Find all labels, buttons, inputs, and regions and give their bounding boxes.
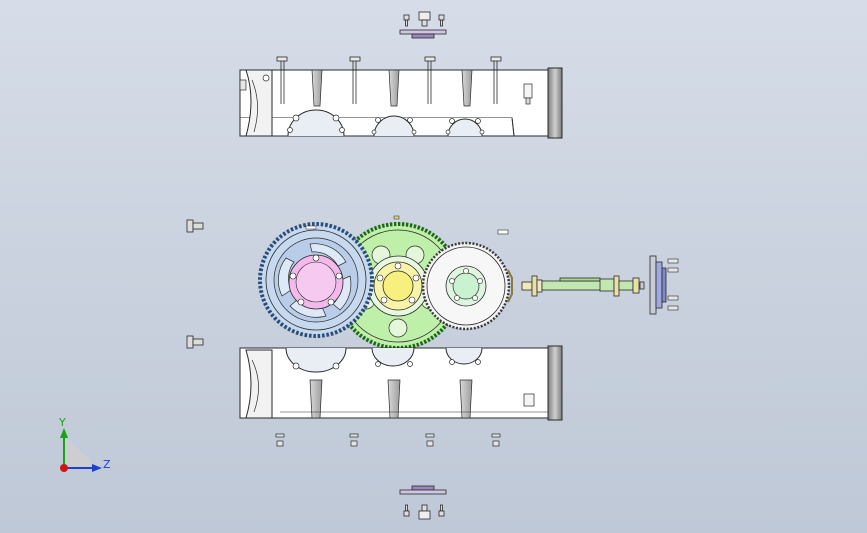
- output-gear-white[interactable]: [421, 229, 513, 331]
- lower-housing[interactable]: [239, 345, 563, 421]
- output-shaft-assembly[interactable]: [521, 255, 679, 315]
- coordinate-triad: Y Z: [58, 416, 111, 472]
- top-fastener-stack: [399, 11, 447, 39]
- gear-train[interactable]: [258, 215, 513, 350]
- left-bolts: [186, 219, 204, 349]
- y-axis-arrow: [60, 428, 68, 438]
- y-axis-label: Y: [58, 416, 66, 429]
- upper-housing[interactable]: [239, 56, 563, 139]
- input-gear-blue[interactable]: [258, 222, 374, 338]
- z-axis-label: Z: [103, 458, 111, 471]
- bottom-fastener-stack: [399, 485, 447, 520]
- lower-nuts: [275, 433, 501, 447]
- x-axis-origin: [60, 464, 68, 472]
- z-axis-arrow: [92, 464, 102, 472]
